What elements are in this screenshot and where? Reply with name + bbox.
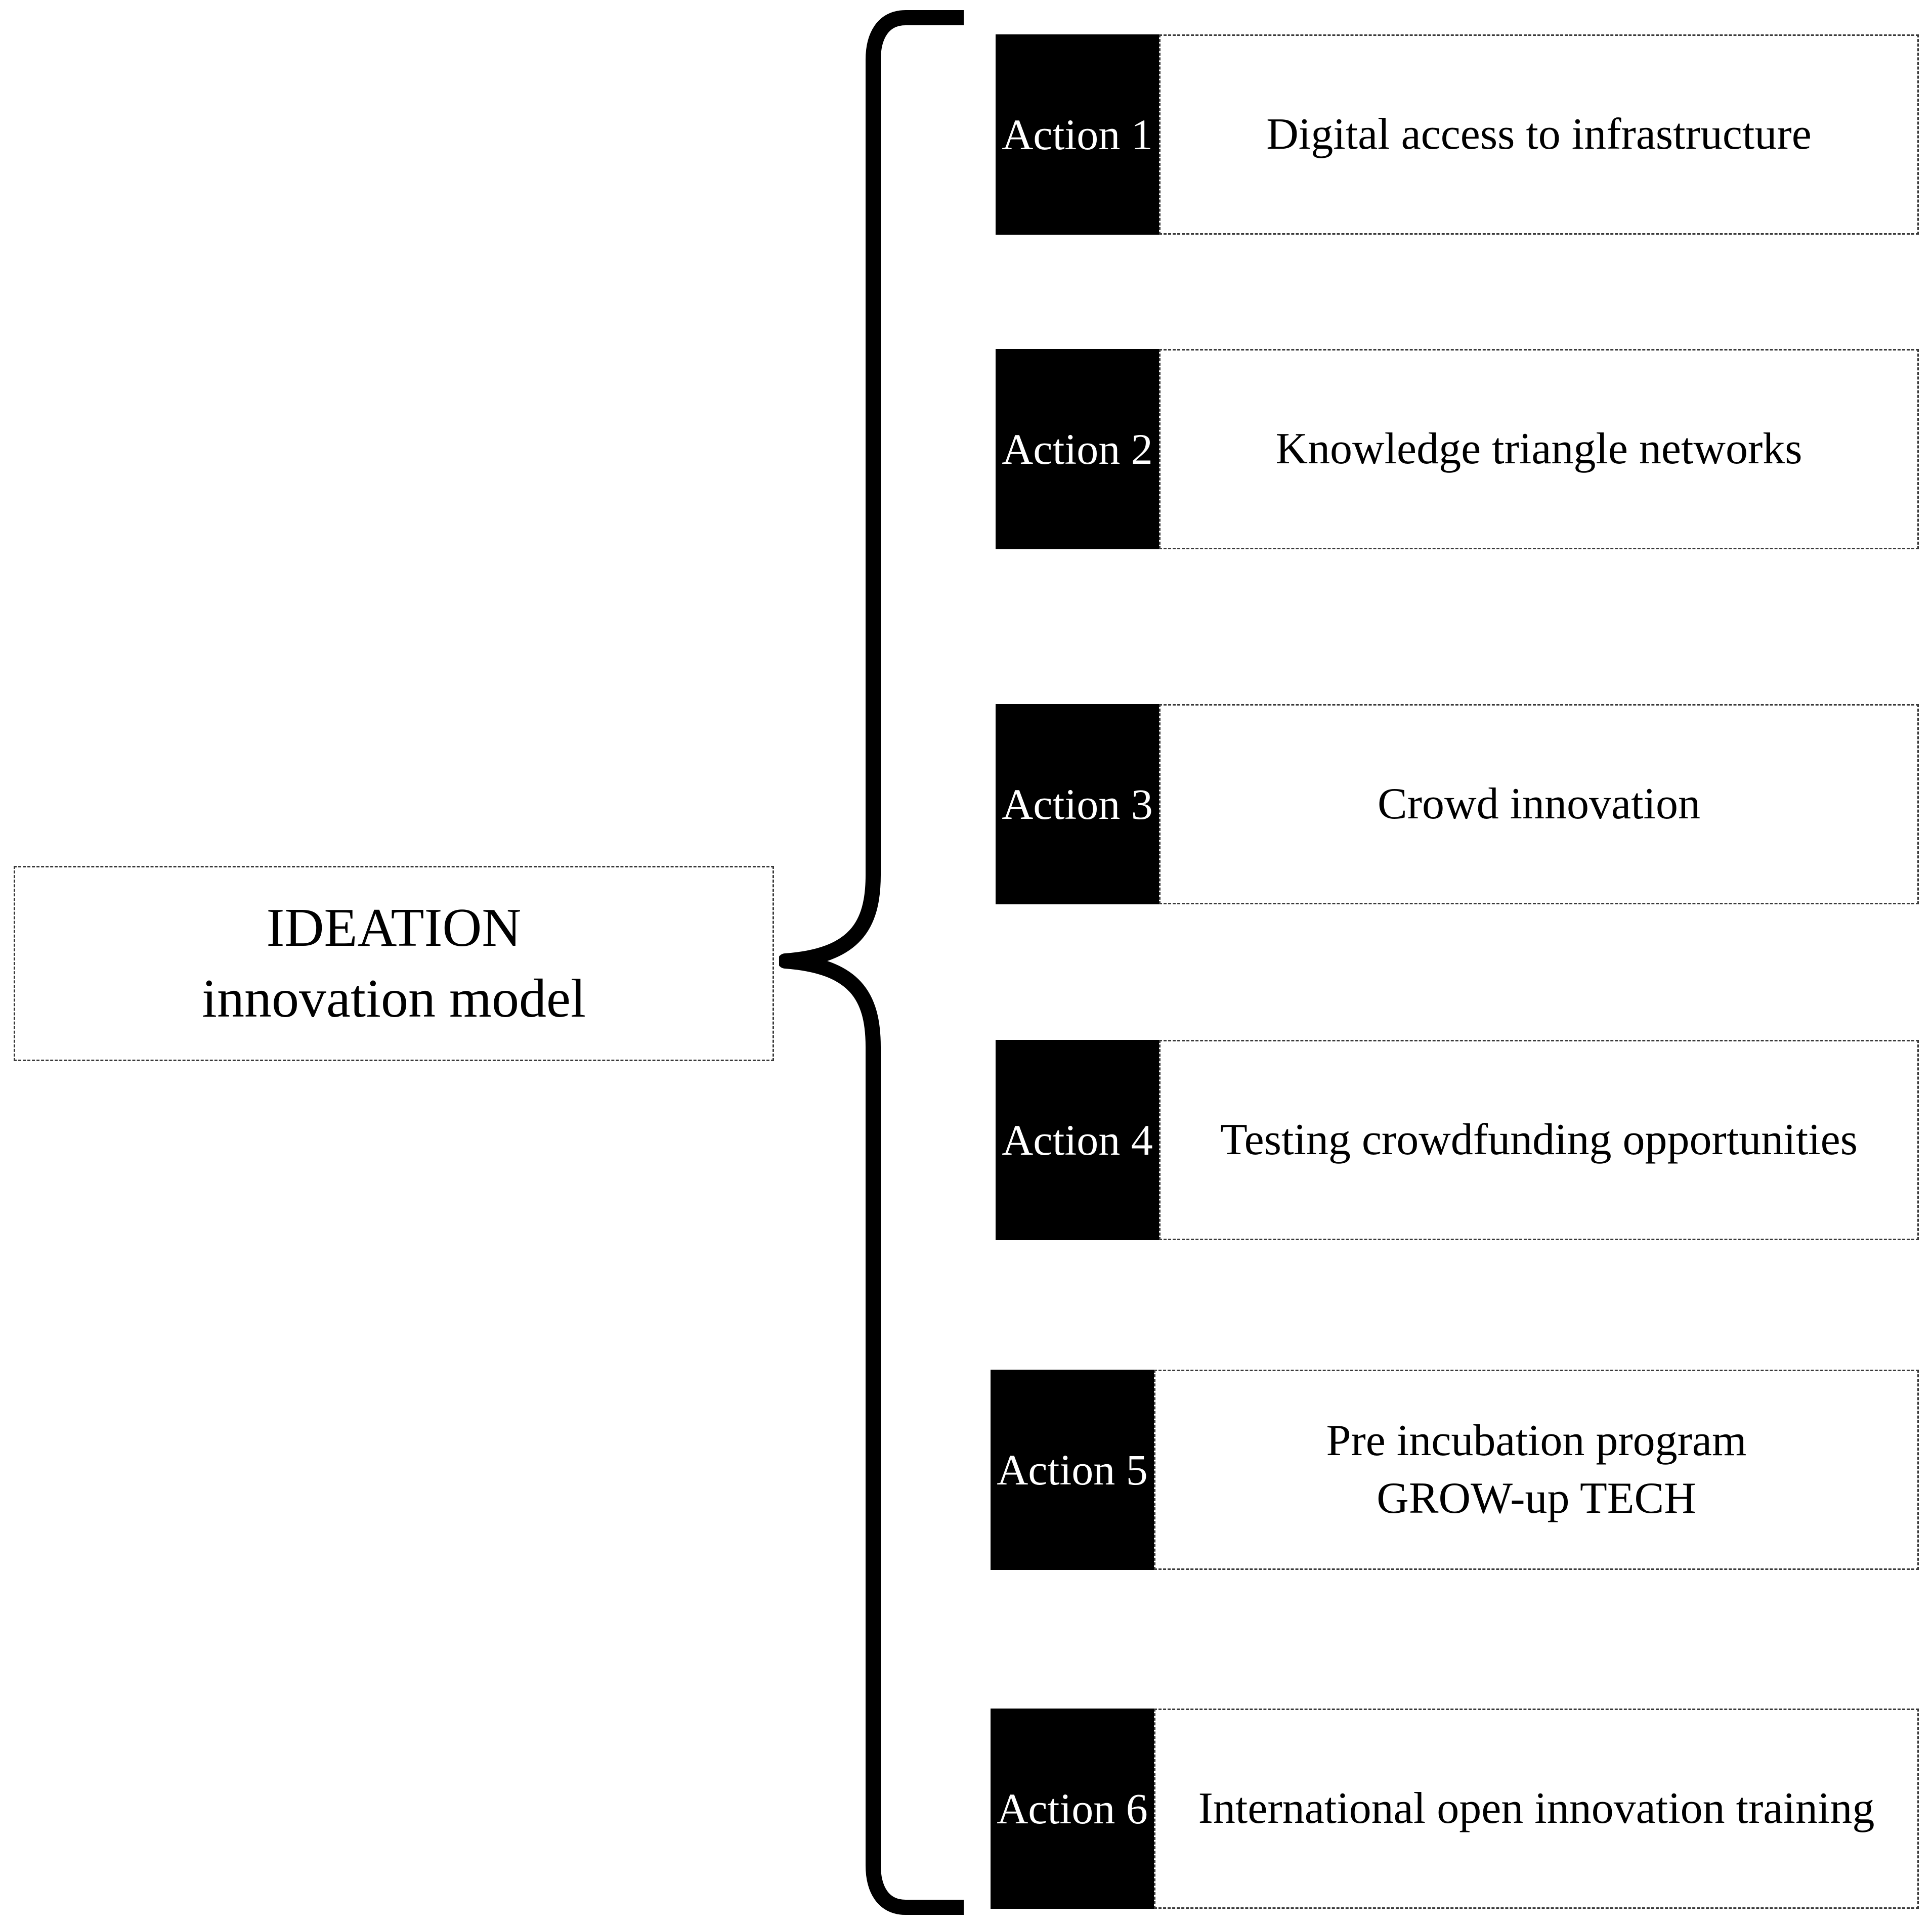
action-description-1: Digital access to infrastructure	[1266, 109, 1812, 159]
action-description-box-2: Knowledge triangle networks	[1159, 349, 1919, 549]
action-row-5: Action 5 Pre incubation program GROW-up …	[991, 1370, 1919, 1570]
action-tag-3: Action 3	[996, 704, 1159, 904]
action-row-3: Action 3 Crowd innovation	[996, 704, 1919, 904]
action-tag-label-1: Action 1	[1002, 110, 1153, 159]
action-description-box-5: Pre incubation program GROW-up TECH	[1154, 1370, 1919, 1570]
action-tag-1: Action 1	[996, 34, 1159, 235]
action-description-box-3: Crowd innovation	[1159, 704, 1919, 904]
action-tag-label-4: Action 4	[1002, 1116, 1153, 1164]
action-row-2: Action 2 Knowledge triangle networks	[996, 349, 1919, 549]
action-tag-6: Action 6	[991, 1709, 1154, 1909]
action-description-5: Pre incubation program GROW-up TECH	[1326, 1416, 1747, 1523]
action-description-3: Crowd innovation	[1378, 779, 1700, 828]
action-tag-label-3: Action 3	[1002, 780, 1153, 828]
action-tag-label-5: Action 5	[997, 1446, 1148, 1494]
root-node-ideation-innovation-model: IDEATION innovation model	[14, 866, 774, 1061]
action-tag-label-2: Action 2	[1002, 425, 1153, 473]
action-tag-label-6: Action 6	[997, 1784, 1148, 1833]
action-row-4: Action 4 Testing crowdfunding opportunit…	[996, 1040, 1919, 1240]
action-tag-4: Action 4	[996, 1040, 1159, 1240]
root-node-title-line-2: innovation model	[202, 969, 586, 1029]
action-description-4: Testing crowdfunding opportunities	[1220, 1115, 1858, 1164]
action-description-2: Knowledge triangle networks	[1275, 424, 1802, 473]
action-description-box-6: International open innovation training	[1154, 1709, 1919, 1909]
action-tag-2: Action 2	[996, 349, 1159, 549]
action-description-box-4: Testing crowdfunding opportunities	[1159, 1040, 1919, 1240]
action-description-6: International open innovation training	[1198, 1783, 1875, 1833]
action-row-6: Action 6 International open innovation t…	[991, 1709, 1919, 1909]
action-row-1: Action 1 Digital access to infrastructur…	[996, 34, 1919, 235]
root-node-title-line-1: IDEATION	[266, 897, 522, 958]
action-tag-5: Action 5	[991, 1370, 1154, 1570]
action-description-box-1: Digital access to infrastructure	[1159, 34, 1919, 235]
curly-brace-icon	[778, 0, 981, 1925]
